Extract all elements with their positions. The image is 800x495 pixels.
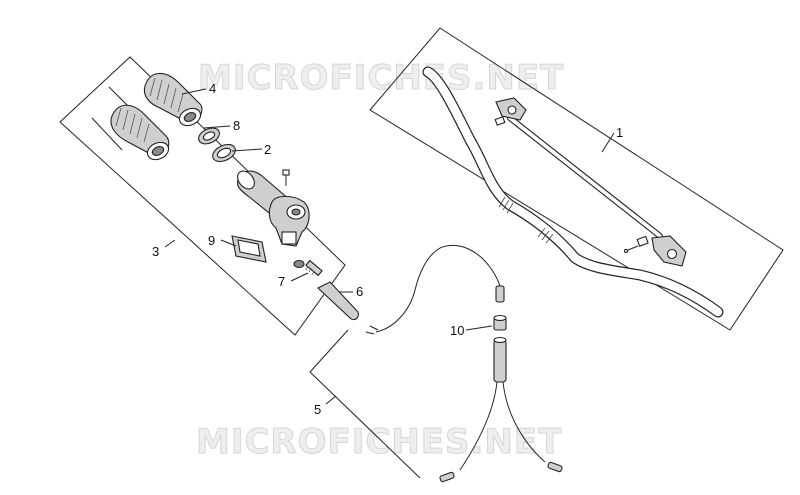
- cable-end-right: [547, 461, 563, 473]
- callout-3: 3: [152, 244, 159, 259]
- throttle-group-frame: [59, 56, 346, 336]
- grip-upper: [143, 72, 203, 127]
- leader-lines: [164, 88, 615, 405]
- housing-screw: [282, 169, 290, 186]
- handlebar-group: [369, 27, 784, 331]
- cable-junction: [493, 336, 507, 383]
- callout-1: 1: [616, 125, 623, 140]
- callout-8: 8: [233, 118, 240, 133]
- cover-plate: [231, 235, 267, 263]
- watermark-bottom: MICROFICHES.NET: [196, 422, 562, 462]
- callout-10: 10: [450, 323, 464, 338]
- rubber-boot: [317, 281, 359, 321]
- cable-group: [309, 244, 563, 483]
- grip-lower: [110, 104, 170, 161]
- cable-adjuster: [493, 314, 507, 331]
- callout-6: 6: [356, 284, 363, 299]
- crossbar-clamp-left: [494, 97, 527, 126]
- crossbar-clamp-right: [623, 235, 687, 267]
- adjuster-nut: [293, 259, 305, 269]
- cable-group-frame: [309, 329, 421, 479]
- watermark-top: MICROFICHES.NET: [198, 58, 564, 98]
- callout-2: 2: [264, 142, 271, 157]
- callout-4: 4: [209, 81, 216, 96]
- handlebar-tube: [422, 66, 724, 318]
- throttle-cable: [375, 244, 502, 333]
- handlebar-group-frame: [369, 27, 784, 331]
- throttle-group: [59, 56, 359, 336]
- adjuster-screw: [305, 259, 323, 277]
- cable-end-fitting: [495, 285, 505, 303]
- handlebar-knurl: [498, 196, 554, 244]
- throttle-housing: [268, 195, 310, 247]
- callout-5: 5: [314, 402, 321, 417]
- cable-end-left: [439, 471, 455, 483]
- callout-7: 7: [278, 274, 285, 289]
- callout-9: 9: [208, 233, 215, 248]
